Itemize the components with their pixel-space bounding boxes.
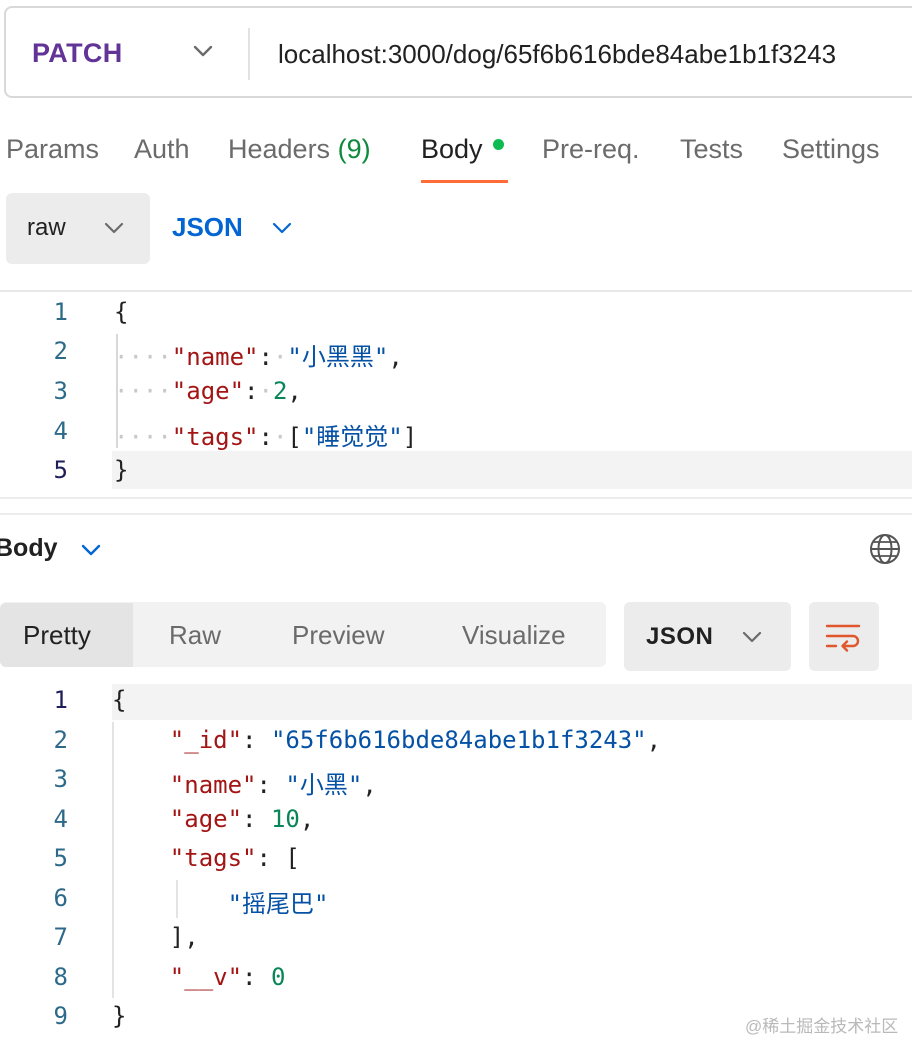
line-number: 4 (53, 417, 68, 445)
active-tab-underline (421, 180, 508, 183)
line-number: 1 (53, 686, 68, 714)
headers-count: (9) (337, 134, 371, 164)
view-tab-preview[interactable]: Preview (292, 620, 385, 650)
url-input[interactable]: localhost:3000/dog/65f6b616bde84abe1b1f3… (278, 39, 837, 69)
line-number: 8 (53, 963, 68, 991)
code-line: "__v": 0 (169, 963, 286, 991)
line-number: 5 (53, 844, 68, 872)
current-line-highlight (112, 451, 912, 489)
code-line: ····"tags":·["睡觉觉"] (114, 423, 418, 451)
indent-guide (112, 722, 114, 998)
tab-body[interactable]: Body (421, 134, 504, 165)
chevron-down-icon[interactable] (80, 543, 102, 557)
code-line: "tags": [ (169, 844, 300, 872)
json-string: "小黑" (285, 771, 363, 799)
json-number: 0 (270, 963, 286, 991)
code-line: { (114, 298, 129, 326)
indent-guide (116, 334, 118, 448)
json-string: "睡觉觉" (301, 423, 403, 451)
divider (0, 290, 912, 292)
current-line-highlight (112, 684, 912, 720)
line-number: 2 (53, 726, 68, 754)
code-line: "age": 10, (169, 805, 315, 833)
watermark: @稀土掘金技术社区 (745, 1017, 899, 1036)
json-key: "age" (169, 805, 243, 833)
line-number: 5 (53, 456, 68, 484)
json-number: 10 (270, 805, 300, 833)
url-bar: PATCH localhost:3000/dog/65f6b616bde84ab… (4, 6, 912, 98)
response-format-label: JSON (646, 623, 714, 650)
code-line: } (114, 456, 129, 484)
json-string: "65f6b616bde84abe1b1f3243" (270, 726, 647, 754)
body-indicator-dot (492, 139, 504, 151)
chevron-down-icon[interactable] (192, 44, 214, 58)
method-select[interactable]: PATCH (32, 38, 123, 68)
response-format-select[interactable]: JSON (624, 602, 791, 671)
url-divider (248, 28, 250, 80)
json-key: "tags" (171, 423, 259, 451)
json-number: 2 (272, 377, 288, 405)
line-number: 3 (53, 765, 68, 793)
wrap-lines-button[interactable] (809, 602, 879, 671)
line-number: 3 (53, 377, 68, 405)
chevron-down-icon (104, 222, 124, 234)
code-line: } (112, 1002, 127, 1030)
tab-settings[interactable]: Settings (782, 134, 880, 164)
line-number: 1 (53, 298, 68, 326)
code-line: { (112, 686, 127, 714)
chevron-down-icon (742, 631, 762, 643)
body-format-select[interactable]: JSON (172, 212, 292, 243)
tab-headers[interactable]: Headers (9) (228, 134, 371, 165)
tab-headers-label: Headers (228, 134, 331, 164)
code-line: "摇尾巴" (112, 884, 329, 919)
json-key: "__v" (169, 963, 243, 991)
code-line: "_id": "65f6b616bde84abe1b1f3243", (169, 726, 662, 754)
json-key: "name" (171, 343, 259, 371)
code-line: ], (112, 923, 199, 951)
code-line: ····"name":·"小黑黑", (114, 343, 403, 371)
code-line: "name": "小黑", (169, 771, 377, 799)
line-number: 4 (53, 805, 68, 833)
tab-pre-request[interactable]: Pre-req. (542, 134, 640, 164)
json-key: "name" (169, 771, 257, 799)
tab-body-label: Body (421, 134, 483, 164)
line-number: 7 (53, 923, 68, 951)
line-number: 6 (53, 884, 68, 912)
view-tab-visualize[interactable]: Visualize (462, 620, 566, 650)
json-key: "_id" (169, 726, 243, 754)
body-type-label: raw (27, 214, 66, 241)
line-number: 2 (53, 337, 68, 365)
body-format-label: JSON (172, 212, 243, 242)
tab-auth[interactable]: Auth (134, 134, 190, 164)
code-line: ····"age":·2, (114, 377, 302, 405)
divider (0, 513, 912, 515)
chevron-down-icon (272, 222, 292, 234)
json-string: "摇尾巴" (227, 890, 329, 918)
wrap-lines-icon (825, 624, 861, 652)
line-number: 9 (53, 1002, 68, 1030)
json-string: "小黑黑" (287, 343, 389, 371)
json-key: "age" (171, 377, 245, 405)
indent-guide (176, 880, 178, 918)
tab-params[interactable]: Params (6, 134, 100, 164)
json-key: "tags" (169, 844, 257, 872)
divider (0, 497, 912, 499)
view-tab-raw[interactable]: Raw (169, 620, 222, 650)
globe-icon[interactable] (868, 532, 902, 566)
tab-tests[interactable]: Tests (680, 134, 744, 164)
body-type-select[interactable]: raw (6, 193, 150, 264)
view-tab-pretty[interactable]: Pretty (0, 603, 133, 667)
response-title[interactable]: Body (0, 534, 58, 562)
